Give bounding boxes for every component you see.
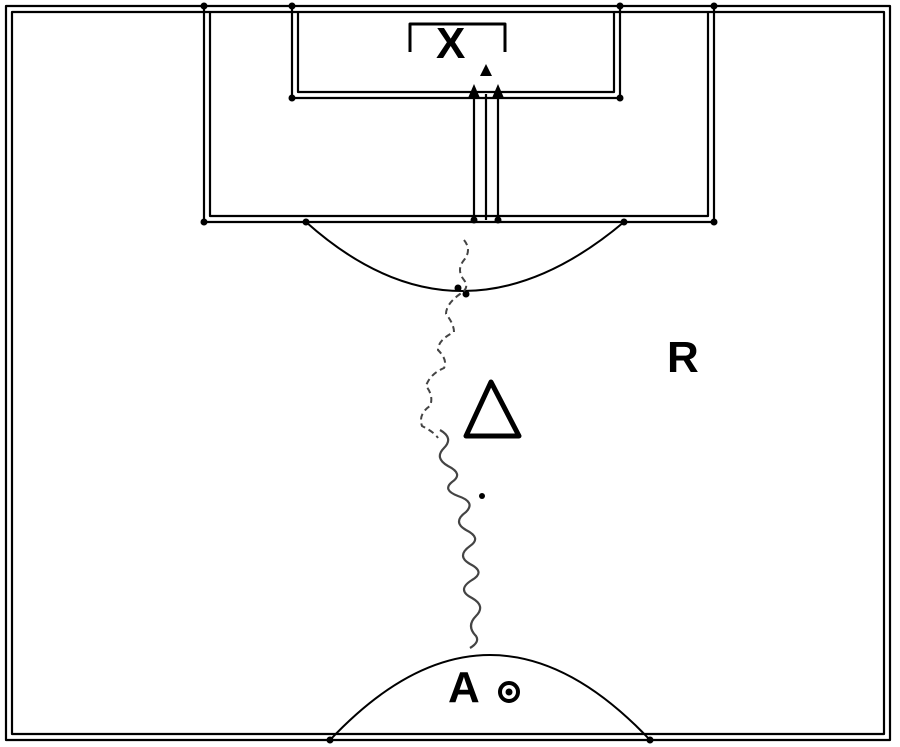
arrow-head-left <box>468 84 480 98</box>
goal-area <box>290 6 622 100</box>
goal-area-inner <box>296 12 616 94</box>
pitch-outline-inner <box>10 10 886 736</box>
penalty-area <box>202 6 716 224</box>
goalkeeper-label: X <box>436 19 466 68</box>
arrow-head-right <box>492 84 504 98</box>
dribble-path-lower <box>438 429 482 649</box>
arrow-head-center <box>480 64 492 76</box>
cone-triangle-icon <box>463 379 522 439</box>
ball-icon-center <box>505 688 513 696</box>
junction-dots <box>200 2 718 744</box>
receiver-label: R <box>667 333 699 382</box>
dribble-path-upper <box>420 239 469 439</box>
pitch-outline <box>4 4 892 742</box>
attacker-label: A <box>448 663 480 712</box>
arrow-heads <box>468 64 504 98</box>
penalty-area-inner <box>208 12 710 218</box>
penalty-arc <box>305 221 625 292</box>
goal-bracket <box>408 22 507 52</box>
center-arc <box>329 654 651 741</box>
